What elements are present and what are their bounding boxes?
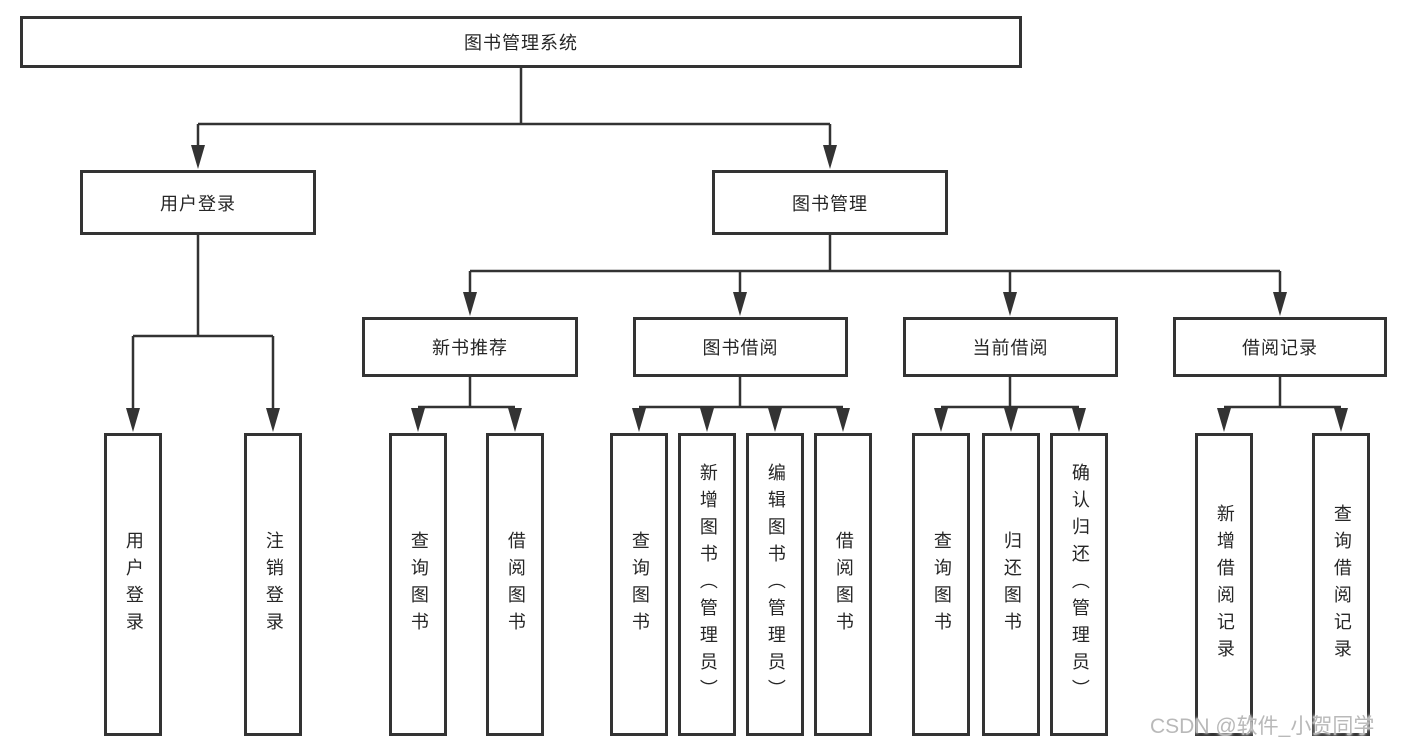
leaf-query-books-borrowing: 查询图书 <box>610 433 668 736</box>
node-book-management-branch: 图书管理 <box>712 170 948 235</box>
leaf-return-books: 归还图书 <box>982 433 1040 736</box>
leaf-query-books-current: 查询图书 <box>912 433 970 736</box>
leaf-logout: 注销登录 <box>244 433 302 736</box>
node-library-management-system: 图书管理系统 <box>20 16 1022 68</box>
leaf-confirm-return-admin: 确认归还（管理员） <box>1050 433 1108 736</box>
leaf-edit-books-admin: 编辑图书（管理员） <box>746 433 804 736</box>
leaf-query-books-recommend: 查询图书 <box>389 433 447 736</box>
csdn-watermark: CSDN @软件_小贺同学 <box>1150 715 1375 738</box>
arrowheads <box>126 145 1348 432</box>
leaf-query-borrow-record: 查询借阅记录 <box>1312 433 1370 736</box>
leaf-add-borrow-record: 新增借阅记录 <box>1195 433 1253 736</box>
node-borrowing-records: 借阅记录 <box>1173 317 1387 377</box>
node-current-borrowing: 当前借阅 <box>903 317 1118 377</box>
node-new-book-recommendation: 新书推荐 <box>362 317 578 377</box>
leaf-borrow-books-recommend: 借阅图书 <box>486 433 544 736</box>
node-book-borrowing: 图书借阅 <box>633 317 848 377</box>
node-user-login-branch: 用户登录 <box>80 170 316 235</box>
leaf-add-books-admin: 新增图书（管理员） <box>678 433 736 736</box>
leaf-user-login: 用户登录 <box>104 433 162 736</box>
leaf-borrow-books: 借阅图书 <box>814 433 872 736</box>
